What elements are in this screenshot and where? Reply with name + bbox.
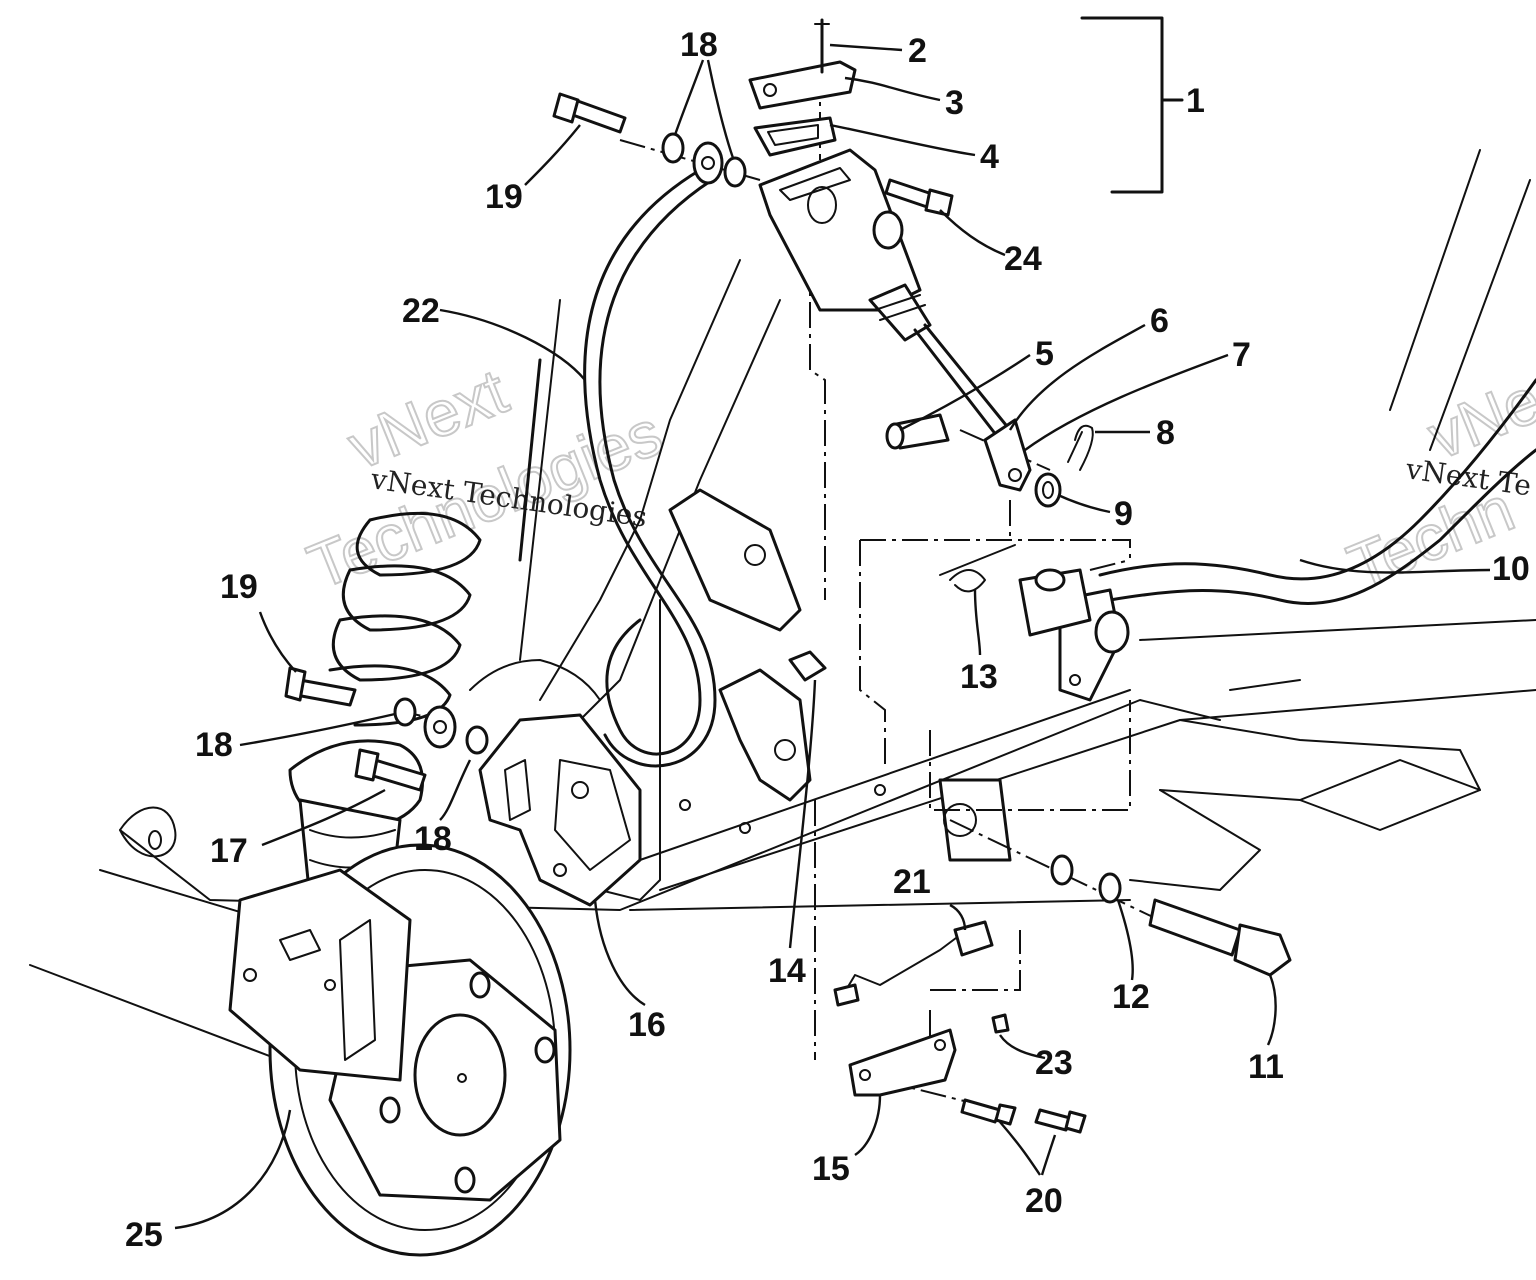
callout-9: 9	[1114, 495, 1133, 533]
bolt-11	[1148, 898, 1242, 957]
callout-11: 11	[1248, 1048, 1284, 1086]
top-hardware	[552, 92, 747, 188]
brake-hose-22	[469, 141, 724, 768]
callout-1: 1	[1186, 82, 1205, 120]
callout-13: 13	[960, 658, 998, 696]
brake-pedal-10	[939, 378, 1536, 702]
clevis-6	[983, 418, 1032, 492]
callout-12: 12	[1112, 978, 1150, 1016]
callout-18-top: 18	[680, 26, 718, 64]
callout-24: 24	[1004, 240, 1042, 278]
callout-10: 10	[1492, 550, 1530, 588]
frame-bracket-lower	[718, 668, 812, 802]
callout-18-lower: 18	[414, 820, 452, 858]
hose-banjo-fitting-lower	[423, 705, 457, 749]
brake-light-switch-21	[953, 920, 994, 957]
watermark: vNext Technologies vNext Technologies vN…	[297, 354, 1536, 604]
washer-9	[1034, 472, 1062, 508]
washer-12-b	[1098, 872, 1122, 904]
callout-16: 16	[628, 1006, 666, 1044]
callout-17: 17	[210, 832, 248, 870]
callout-5: 5	[1035, 335, 1054, 373]
callout-25: 25	[125, 1216, 163, 1254]
switch-bracket-15	[848, 1028, 957, 1097]
callout-20: 20	[1025, 1182, 1063, 1220]
callout-2: 2	[908, 32, 927, 70]
callout-8: 8	[1156, 414, 1175, 452]
brake-caliper-16	[478, 713, 642, 907]
nut-23	[991, 1013, 1010, 1034]
callout-labels: 1 2 3 4 5 6 7 8 9 10 11 12 13 14 15 16 1…	[125, 26, 1530, 1254]
return-spring-13	[939, 544, 1016, 593]
callout-23: 23	[1035, 1044, 1073, 1082]
callout-22: 22	[402, 292, 440, 330]
callout-7: 7	[1232, 336, 1251, 374]
washer-18-top-a	[661, 132, 685, 164]
nut-14	[788, 650, 827, 682]
assembly-bracket-1	[1080, 16, 1164, 194]
chassis-frame	[29, 149, 1536, 1061]
washer-12-a	[1050, 854, 1074, 886]
callout-14: 14	[768, 952, 806, 990]
left-hardware	[284, 650, 827, 792]
reservoir-cap-3	[748, 60, 857, 110]
leader-lines	[174, 43, 1491, 1230]
callout-19-left: 19	[220, 568, 258, 606]
master-cylinder-assembly	[748, 18, 1032, 492]
callout-18-left: 18	[195, 726, 233, 764]
wheel-hub-assembly	[119, 806, 572, 1257]
washer-18-left-b	[465, 725, 489, 755]
washer-18-top-b	[723, 156, 747, 188]
screw-20-b	[1034, 1108, 1072, 1132]
clevis-hardware	[885, 413, 1094, 508]
bolt-19-left	[294, 678, 357, 707]
screw-20-a	[960, 1098, 1002, 1124]
washer-18-left-a	[393, 697, 417, 727]
callout-21: 21	[893, 863, 931, 901]
callout-3: 3	[945, 84, 964, 122]
callout-6: 6	[1150, 302, 1169, 340]
hairpin-clip-8	[1074, 424, 1094, 471]
callout-4: 4	[980, 138, 999, 176]
callout-19-top: 19	[485, 178, 523, 216]
callout-15: 15	[812, 1150, 850, 1188]
hose-banjo-fitting-top	[692, 141, 724, 185]
brake-switch-parts	[833, 854, 1292, 1134]
cap-diaphragm-4	[753, 116, 837, 157]
frame-bracket-upper	[668, 488, 802, 632]
